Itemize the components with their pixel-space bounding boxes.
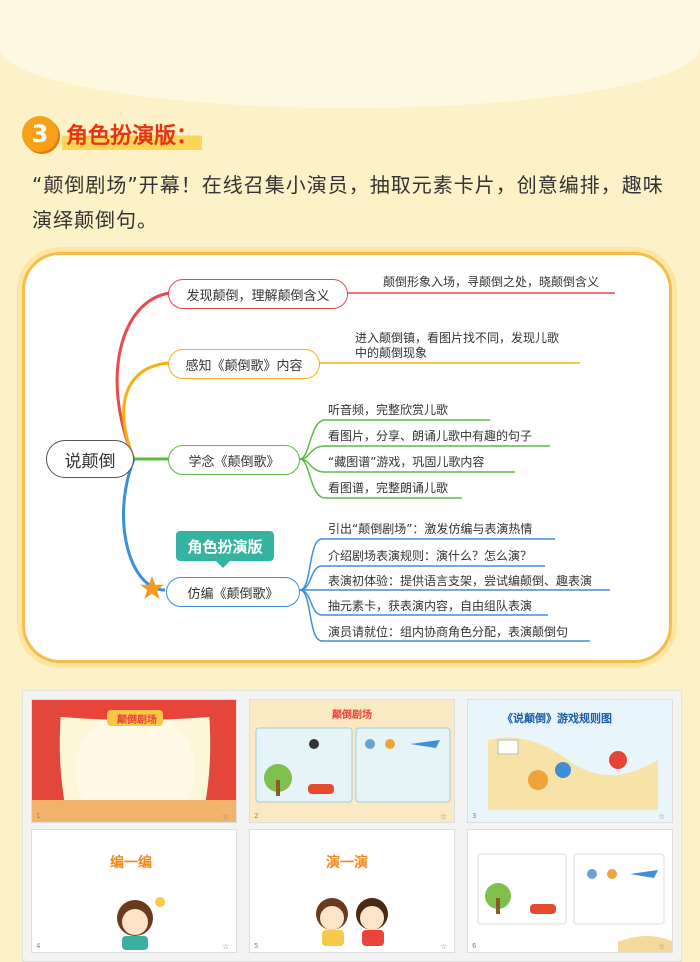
slide-4-title: 编一编: [110, 855, 152, 871]
slide-thumbnail-2[interactable]: 颠倒剧场 2 ☆: [249, 699, 455, 823]
slide-1-number: 1: [36, 812, 41, 820]
section-heading: 3 角色扮演版：: [22, 115, 203, 153]
section-title: 角色扮演版：: [62, 118, 203, 150]
girl-thinking-icon: [32, 830, 236, 952]
slide-1-title: 颠倒剧场: [117, 715, 157, 726]
leaf-4-3: 表演初体验：提供语言支架，尝试编颠倒、趣表演: [328, 574, 593, 588]
rules-map-icon: [468, 700, 672, 822]
leaf-2-2: 中的颠倒现象: [355, 346, 428, 360]
slide-thumbnail-3[interactable]: 《说颠倒》游戏规则图 3 ☆: [467, 699, 673, 823]
slide-1-star-icon[interactable]: ☆: [222, 812, 230, 821]
slide-2-star-icon[interactable]: ☆: [440, 812, 448, 821]
role-play-badge: 角色扮演版: [176, 531, 274, 568]
intro-paragraph: “颠倒剧场”开幕！在线召集小演员，抽取元素卡片，创意编排，趣味演绎颠倒句。: [32, 173, 664, 232]
slide-thumbnail-1[interactable]: 颠倒剧场 1 ☆: [31, 699, 237, 823]
leaf-2-1: 进入颠倒镇，看图片找不同，发现儿歌: [355, 331, 560, 345]
slide-2-number: 2: [254, 812, 259, 820]
leaf-4-4: 抽元素卡，获表演内容，自由组队表演: [328, 599, 533, 613]
leaf-3-4: 看图谱，完整朗诵儿歌: [328, 481, 449, 495]
slide-5-star-icon[interactable]: ☆: [440, 942, 448, 951]
branch-learn: 学念《颠倒歌》: [168, 445, 300, 475]
picture-cards-icon: [468, 830, 672, 952]
slide-4-number: 4: [36, 942, 41, 950]
section-number: 3: [22, 116, 58, 152]
slide-2-title: 颠倒剧场: [332, 710, 372, 721]
slide-thumbnail-4[interactable]: 编一编 4 ☆: [31, 829, 237, 953]
leaf-4-5: 演员请就位：组内协商角色分配，表演颠倒句: [328, 625, 569, 639]
slide-3-star-icon[interactable]: ☆: [658, 812, 666, 821]
slide-3-title: 《说颠倒》游戏规则图: [502, 712, 612, 725]
slide-5-title: 演一演: [326, 855, 368, 871]
branch-perceive: 感知《颠倒歌》内容: [168, 349, 320, 379]
star-icon: [140, 576, 164, 599]
slide-4-star-icon[interactable]: ☆: [222, 942, 230, 951]
leaf-3-2: 看图片，分享、朗诵儿歌中有趣的句子: [328, 429, 533, 443]
slide-6-star-icon[interactable]: ☆: [658, 942, 666, 951]
slide-thumbnails: 颠倒剧场 1 ☆ 颠倒剧场 2 ☆ 《说颠倒》游: [22, 690, 682, 962]
leaf-3-1: 听音频，完整欣赏儿歌: [328, 403, 449, 417]
slide-thumbnail-6[interactable]: 6 ☆: [467, 829, 673, 953]
picture-cards-icon: [250, 700, 454, 822]
kids-acting-icon: [250, 830, 454, 952]
slide-5-number: 5: [254, 942, 259, 950]
slide-3-number: 3: [472, 812, 477, 820]
branch-discover: 发现颠倒，理解颠倒含义: [168, 279, 348, 309]
leaf-1-1: 颠倒形象入场，寻颠倒之处，晓颠倒含义: [383, 275, 600, 289]
branch-adapt: 仿编《颠倒歌》: [166, 577, 300, 607]
mindmap-root: 说颠倒: [46, 440, 134, 478]
leaf-3-3: “藏图谱”游戏，巩固儿歌内容: [328, 455, 485, 469]
header-background: [0, 0, 700, 108]
slide-thumbnail-5[interactable]: 演一演 5 ☆: [249, 829, 455, 953]
leaf-4-2: 介绍剧场表演规则：演什么？怎么演？: [328, 549, 533, 563]
stage-curtain-icon: [32, 700, 236, 822]
slide-6-number: 6: [472, 942, 477, 950]
leaf-4-1: 引出“颠倒剧场”：激发仿编与表演热情: [328, 522, 533, 536]
